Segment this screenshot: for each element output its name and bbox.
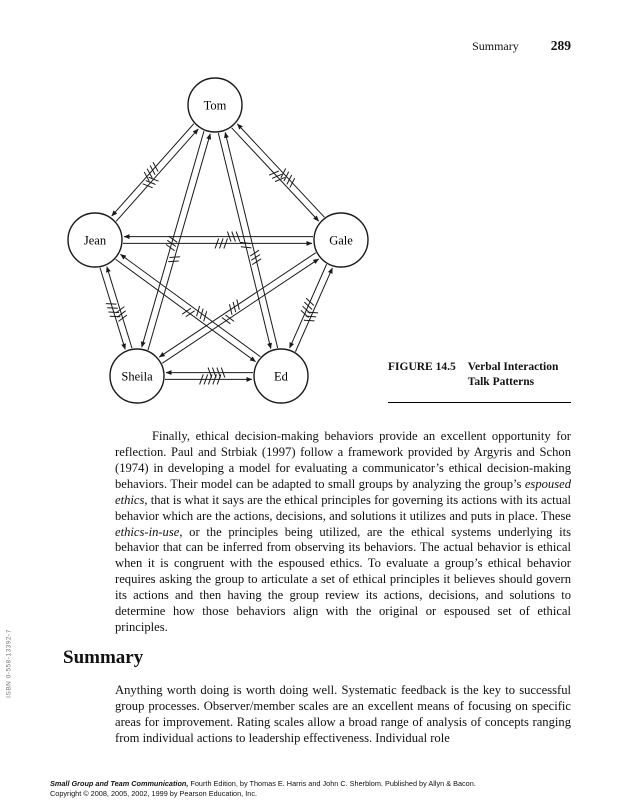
tally-mark	[249, 249, 260, 257]
tally-mark	[146, 168, 153, 179]
tally-mark	[228, 304, 233, 315]
italic-term-espoused-ethics: espoused ethics,	[115, 476, 571, 507]
network-node-circle	[109, 348, 165, 404]
tally-mark	[165, 244, 176, 252]
tally-mark	[219, 238, 224, 249]
tally-mark	[211, 367, 217, 378]
tally-mark	[196, 305, 201, 317]
body-text-segment: that is what it says are the ethical pri…	[115, 492, 571, 523]
tally-mark	[221, 317, 231, 325]
tally-mark	[199, 308, 204, 319]
footer-credit: Small Group and Team Communication, Four…	[50, 779, 590, 799]
italic-term-ethics-in-use: ethics-in-use,	[115, 524, 183, 539]
tally-mark	[283, 171, 290, 182]
tally-mark	[152, 161, 159, 172]
body-text-segment: or the principles being utilized, are th…	[115, 524, 571, 635]
arrow-line	[231, 127, 320, 222]
tally-mark	[274, 176, 285, 183]
tally-mark	[143, 171, 150, 182]
tally-mark	[289, 177, 296, 188]
network-node-label: Tom	[204, 99, 227, 113]
network-node-label: Ed	[274, 370, 289, 384]
arrow-line	[106, 266, 133, 349]
tally-mark	[225, 314, 235, 322]
network-node-circle	[253, 348, 309, 404]
tally-mark	[251, 258, 262, 266]
tally-mark	[226, 231, 232, 242]
running-header: Summary 289	[472, 38, 571, 54]
tally-mark	[271, 173, 282, 179]
tally-mark	[305, 297, 315, 306]
tally-mark	[142, 183, 153, 189]
tally-mark	[220, 367, 226, 378]
tally-mark	[305, 315, 317, 318]
figure-caption-title-line1: Verbal Interaction	[467, 361, 559, 373]
tally-mark	[145, 180, 156, 185]
figure-caption-title-line2: Talk Patterns	[467, 375, 535, 388]
tally-mark	[216, 367, 221, 378]
tally-mark	[116, 310, 126, 318]
arrow-line	[236, 123, 325, 218]
arrow-line	[161, 258, 320, 364]
arrow-line	[115, 128, 199, 222]
footer-book-title: Small Group and Team Communication,	[50, 779, 189, 788]
tally-mark	[304, 301, 313, 310]
tally-mark	[280, 168, 287, 179]
figure-caption-title: Verbal Interaction Talk Patterns	[468, 360, 559, 390]
paragraph-ethics: Finally, ethical decision-making behavio…	[115, 429, 571, 637]
tally-mark	[169, 256, 181, 258]
tally-mark	[118, 314, 128, 322]
tally-mark	[168, 260, 179, 263]
network-node-circle	[67, 212, 123, 268]
summary-heading: Summary	[63, 646, 144, 668]
tally-mark	[240, 246, 252, 249]
footer-credit-line1: Small Group and Team Communication, Four…	[50, 779, 590, 789]
tally-mark	[250, 254, 261, 261]
arrow-line	[115, 258, 256, 363]
tally-mark	[149, 165, 156, 175]
tally-mark	[231, 231, 236, 242]
body-text-segment: Finally, ethical decision-making behavio…	[115, 428, 571, 491]
tally-mark	[199, 374, 204, 385]
isbn-sidebar-text: ISBN 0-558-13392-7	[5, 629, 13, 698]
tally-mark	[286, 174, 293, 185]
tally-mark	[268, 170, 279, 176]
tally-mark	[185, 310, 195, 318]
tally-mark	[223, 238, 228, 249]
tally-mark	[235, 231, 241, 242]
tally-mark	[303, 319, 315, 322]
arrow-line	[294, 267, 333, 352]
network-node-label: Sheila	[121, 370, 153, 384]
tally-mark	[203, 311, 208, 322]
figure-caption: FIGURE 14.5 Verbal Interaction Talk Patt…	[388, 360, 571, 403]
arrow-line	[120, 253, 261, 358]
figure-caption-label: FIGURE 14.5	[388, 361, 456, 373]
tally-mark	[207, 367, 213, 378]
running-head-label: Summary	[472, 39, 519, 53]
footer-edition-text: Fourth Edition, by Thomas E. Harris and …	[188, 779, 476, 788]
footer-copyright: Copyright © 2008, 2005, 2002, 1999 by Pe…	[50, 789, 257, 799]
network-node-label: Jean	[84, 234, 107, 248]
tally-mark	[115, 306, 125, 314]
network-node-circle	[313, 212, 369, 268]
tally-mark	[181, 307, 192, 315]
tally-mark	[168, 235, 178, 243]
tally-mark	[214, 238, 220, 249]
tally-mark	[203, 374, 209, 385]
tally-mark	[148, 176, 159, 182]
network-node-circle	[187, 77, 243, 133]
tally-mark	[232, 301, 237, 313]
network-node-label: Gale	[329, 234, 353, 248]
page-number: 289	[550, 38, 571, 53]
arrow-line	[158, 252, 317, 358]
arrow-line	[147, 133, 212, 351]
paragraph-summary-intro: Anything worth doing is worth doing well…	[115, 682, 571, 745]
arrow-line	[224, 132, 279, 349]
arrow-line	[217, 132, 272, 349]
tally-mark	[307, 311, 319, 314]
tally-mark	[236, 299, 240, 310]
